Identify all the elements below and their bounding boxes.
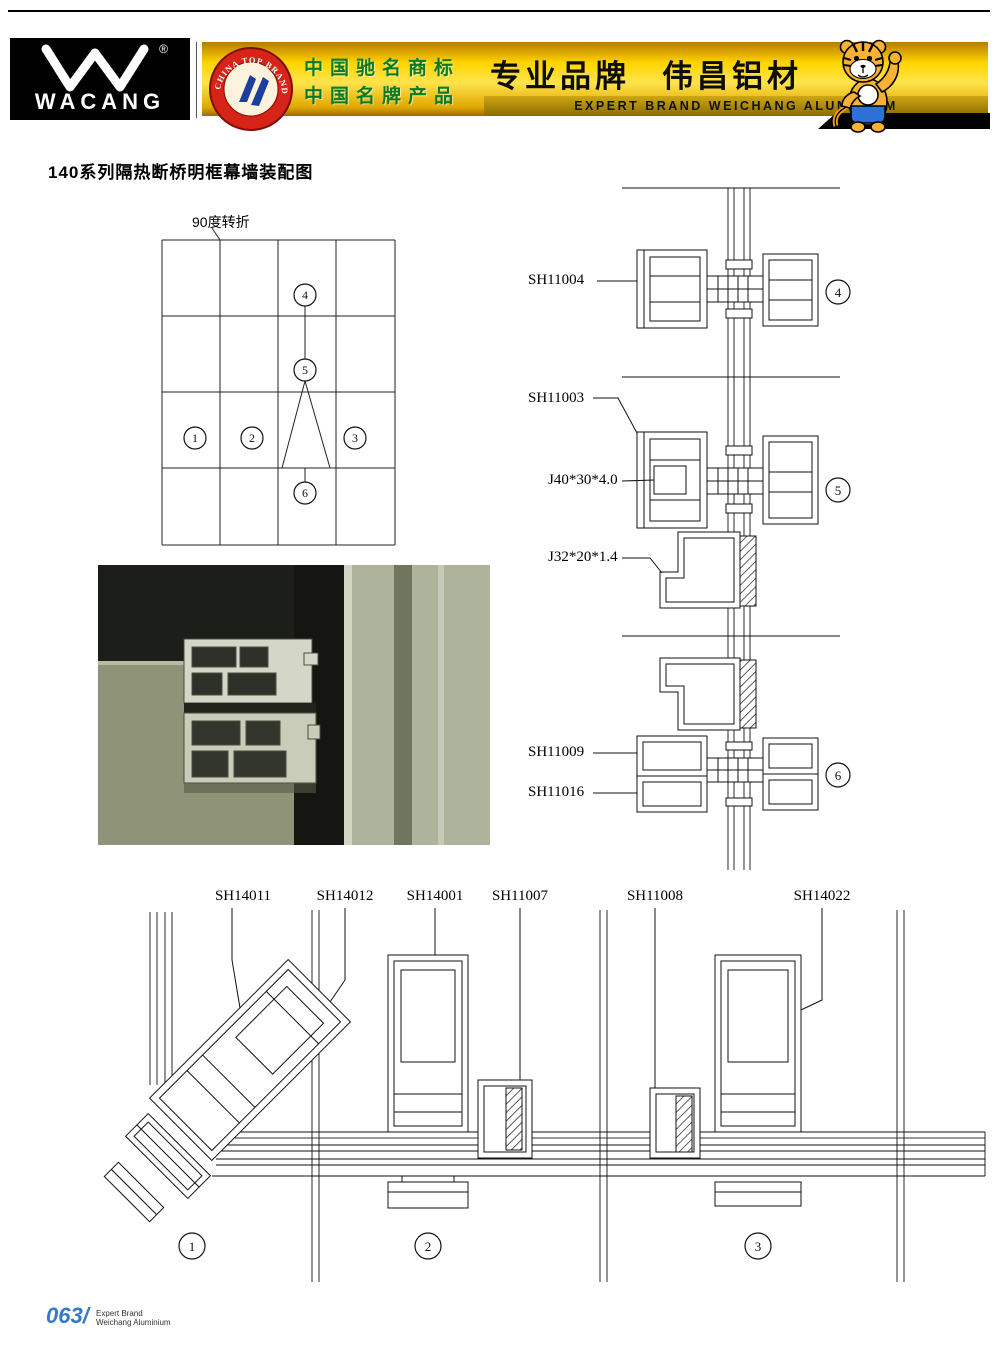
grid-lines bbox=[161, 227, 396, 546]
english-brand-text: EXPERT BRAND WEICHANG ALUMINIUM bbox=[574, 99, 898, 113]
svg-text:6: 6 bbox=[835, 768, 842, 783]
tiger-mascot bbox=[832, 39, 902, 133]
svg-text:2: 2 bbox=[425, 1239, 432, 1254]
page-title: 140系列隔热断桥明框幕墙装配图 bbox=[48, 163, 314, 182]
svg-text:4: 4 bbox=[302, 288, 308, 302]
svg-text:1: 1 bbox=[189, 1239, 196, 1254]
profile-label-sh14012: SH14012 bbox=[316, 888, 374, 904]
profile-render-photo bbox=[98, 565, 490, 845]
right-mullion-section bbox=[649, 954, 802, 1207]
render-upper-extrusion bbox=[183, 638, 319, 704]
profile-label-sh14011: SH14011 bbox=[214, 888, 272, 904]
centre-mullion-section bbox=[387, 954, 533, 1209]
profile-label-sh11007: SH11007 bbox=[491, 888, 549, 904]
slogan-professional-brand: 专业品牌 bbox=[490, 59, 630, 94]
svg-text:5: 5 bbox=[835, 483, 842, 498]
profile-label-j40: J40*30*4.0 bbox=[548, 472, 618, 488]
profile-label-sh11016: SH11016 bbox=[528, 784, 585, 800]
profile-label-j32: J32*20*1.4 bbox=[548, 549, 618, 565]
profile-label-sh14001: SH14001 bbox=[406, 888, 464, 904]
section-detail-4 bbox=[597, 249, 819, 329]
section-detail-5 bbox=[593, 397, 819, 609]
china-top-brand-emblem: CHINA TOP BRAND bbox=[209, 47, 293, 131]
wacang-logo: ® WACANG bbox=[10, 38, 190, 120]
key-plan-callouts bbox=[183, 283, 367, 505]
top-rule bbox=[8, 10, 990, 12]
svg-text:5: 5 bbox=[302, 363, 308, 377]
glass-pane-lines bbox=[149, 910, 986, 1282]
logo-wordmark: WACANG bbox=[34, 89, 166, 114]
claim-famous-brand: 中国名牌产品 bbox=[304, 86, 461, 107]
claim-famous-trademark: 中国驰名商标 bbox=[304, 58, 461, 79]
svg-text:4: 4 bbox=[835, 285, 842, 300]
footer-line-2: Weichang Aluminium bbox=[96, 1318, 171, 1327]
bottom-callouts: 1 2 3 bbox=[178, 1232, 772, 1260]
registered-mark: ® bbox=[159, 42, 168, 56]
key-plan-grid: 1 2 3 4 5 6 bbox=[161, 227, 396, 546]
footer-line-1: Expert Brand bbox=[96, 1309, 143, 1318]
page-number: 063/ bbox=[46, 1303, 89, 1328]
profile-label-sh11008: SH11008 bbox=[626, 888, 684, 904]
svg-text:2: 2 bbox=[249, 431, 255, 445]
profile-label-sh11003: SH11003 bbox=[528, 390, 585, 406]
section-detail-6 bbox=[593, 657, 819, 813]
corner-note: 90度转折 bbox=[192, 214, 250, 230]
render-lower-extrusion bbox=[183, 712, 321, 784]
profile-label-sh14022: SH14022 bbox=[793, 888, 851, 904]
horizontal-sections-figure: 1 2 3 bbox=[103, 908, 986, 1282]
svg-text:3: 3 bbox=[755, 1239, 762, 1254]
vertical-sections-figure: 4 5 6 bbox=[593, 187, 851, 870]
corner-mullion-45deg bbox=[103, 958, 352, 1223]
right-callouts: 4 5 6 bbox=[825, 279, 851, 788]
profile-label-sh11009: SH11009 bbox=[528, 744, 585, 760]
svg-text:1: 1 bbox=[192, 431, 198, 445]
bottom-leader-lines bbox=[231, 908, 823, 1088]
profile-label-sh11004: SH11004 bbox=[528, 272, 585, 288]
header-divider bbox=[196, 42, 197, 118]
w-logo-icon bbox=[41, 44, 149, 92]
footer-note: Expert Brand Weichang Aluminium bbox=[96, 1309, 171, 1327]
slogan-weichang-aluminium: 伟昌铝材 bbox=[662, 59, 802, 94]
svg-text:3: 3 bbox=[352, 431, 358, 445]
svg-text:6: 6 bbox=[302, 486, 308, 500]
key-plan-callout-numbers: 1 2 3 4 5 6 bbox=[192, 288, 358, 500]
